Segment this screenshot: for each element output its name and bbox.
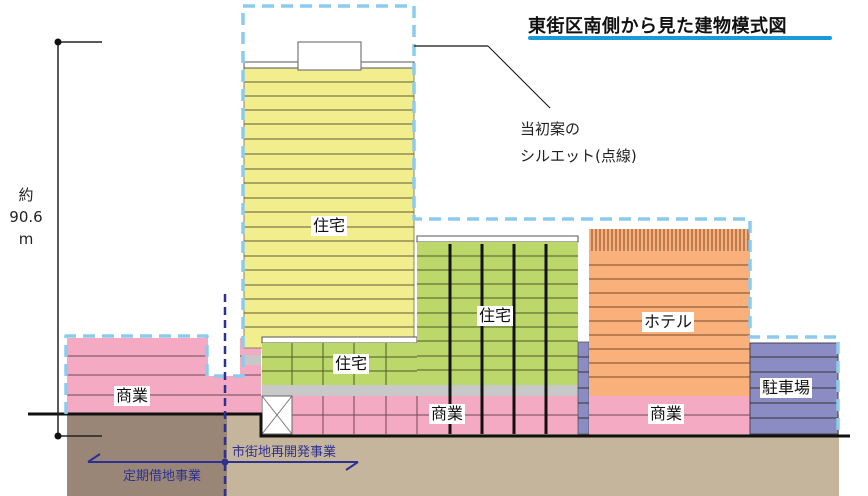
height-prefix: 約 bbox=[18, 186, 34, 204]
parking-label: 駐車場 bbox=[760, 378, 813, 398]
diagram-title: 東街区南側から見た建物模式図 bbox=[528, 16, 787, 37]
commercial-hotel-label: 商業 bbox=[648, 404, 685, 424]
commercial-left-label: 商業 bbox=[114, 386, 151, 406]
annotation-line-2: シルエット(点線) bbox=[520, 147, 637, 165]
ground-line bbox=[28, 412, 850, 438]
annotation-line-1: 当初案の bbox=[520, 120, 581, 138]
commercial-center-label: 商業 bbox=[429, 404, 466, 424]
height-marker bbox=[54, 38, 102, 440]
left-project-label: 定期借地事業 bbox=[123, 469, 202, 484]
height-value: 90.6 bbox=[9, 208, 43, 226]
low-residential-label: 住宅 bbox=[333, 354, 370, 374]
tower-residential-block bbox=[243, 41, 415, 349]
parking-strip bbox=[577, 341, 590, 435]
tower-residential-label: 住宅 bbox=[311, 216, 348, 236]
mid-residential-label: 住宅 bbox=[477, 306, 514, 326]
height-unit: m bbox=[18, 230, 34, 248]
commercial-center-block bbox=[261, 395, 578, 435]
commercial-left-block bbox=[67, 338, 261, 414]
ground-left bbox=[67, 414, 227, 496]
silhouette-annotation: 当初案の シルエット(点線) bbox=[520, 116, 637, 170]
hotel-label: ホテル bbox=[642, 312, 695, 332]
right-project-label: 市街地再開発事業 bbox=[232, 445, 337, 460]
title-underline bbox=[528, 36, 832, 40]
height-label: 約 90.6 m bbox=[6, 184, 46, 250]
original-silhouette bbox=[64, 4, 840, 434]
project-boundary bbox=[87, 294, 359, 496]
